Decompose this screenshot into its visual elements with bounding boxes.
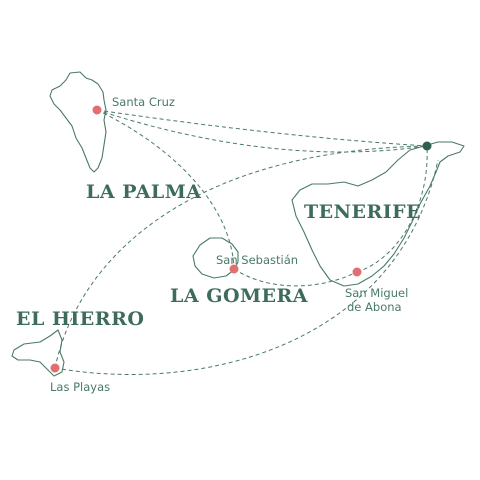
island-name-la-palma: LA PALMA bbox=[86, 181, 202, 203]
port-label-san-sebastian: San Sebastián bbox=[216, 253, 298, 267]
tenerife-coastline bbox=[291, 141, 465, 287]
island-name-tenerife: TENERIFE bbox=[304, 201, 421, 223]
la-palma-coastline bbox=[49, 71, 107, 173]
island-name-la-gomera: LA GOMERA bbox=[170, 285, 308, 307]
port-marker-tenerife-north[interactable] bbox=[422, 141, 432, 151]
route-san-sebastian-san-miguel bbox=[233, 268, 358, 287]
route-las-playas-tenerife bbox=[54, 145, 428, 369]
route-santa-cruz-san-sebastian bbox=[96, 109, 235, 270]
route-santa-cruz-tenerife-south bbox=[96, 109, 428, 153]
port-label-las-playas: Las Playas bbox=[50, 380, 110, 394]
route-santa-cruz-tenerife-north bbox=[96, 109, 428, 147]
port-marker-santa-cruz[interactable] bbox=[92, 105, 102, 115]
route-las-playas-san-miguel bbox=[54, 159, 439, 375]
port-marker-san-sebastian[interactable] bbox=[229, 264, 239, 274]
port-label-san-miguel-line1: San Miguel bbox=[345, 286, 408, 300]
port-label-san-miguel-line2: de Abona bbox=[347, 300, 402, 314]
port-label-santa-cruz: Santa Cruz bbox=[112, 95, 175, 109]
island-name-el-hierro: EL HIERRO bbox=[16, 308, 144, 330]
port-marker-san-miguel[interactable] bbox=[352, 267, 362, 277]
el-hierro-coastline bbox=[11, 329, 65, 377]
route-san-miguel-tenerife bbox=[356, 145, 428, 273]
port-marker-las-playas[interactable] bbox=[50, 363, 60, 373]
